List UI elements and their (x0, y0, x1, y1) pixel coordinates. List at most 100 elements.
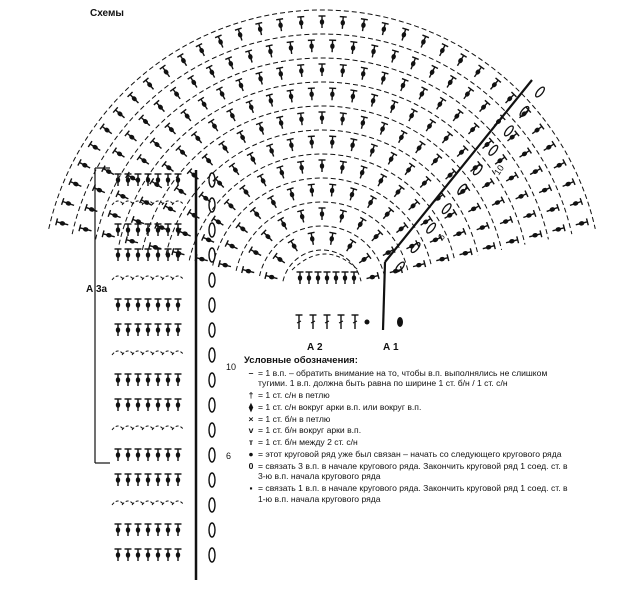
stitch-symbol (174, 248, 182, 261)
stitch-symbol (144, 323, 152, 336)
stitch-symbol (249, 206, 262, 220)
stitch-symbol (379, 121, 389, 135)
legend-text: = 1 ст. с/н вокруг арки в.п. или вокруг … (258, 401, 422, 412)
chain-arch (111, 275, 125, 281)
stitch-symbol (124, 448, 132, 461)
stitch-symbol (154, 248, 162, 261)
stitch-symbol (314, 271, 322, 284)
stitch-symbol (351, 314, 359, 329)
stitch-symbol (356, 216, 367, 230)
chain-arch (171, 425, 185, 431)
stitch-symbol (124, 373, 132, 386)
stitch-symbol (153, 99, 165, 113)
stitch-symbol (214, 34, 224, 48)
double-crochet-around-arch-icon: ⧫ (248, 401, 254, 412)
stitch-symbol (286, 40, 294, 55)
stitch-symbol (127, 91, 139, 104)
stitch-symbol (174, 523, 182, 536)
stitch-symbol (395, 222, 409, 234)
stitch-symbol (441, 130, 454, 144)
three-chain-oval (472, 164, 483, 176)
stitch-symbol (264, 272, 278, 280)
stitch-symbol (337, 314, 345, 329)
stitch-symbol (360, 18, 368, 32)
chain-arch (259, 225, 385, 277)
stitch-symbol (339, 15, 347, 29)
chain-arch (118, 81, 526, 245)
chain-arch (71, 33, 573, 235)
chart-label-a2: А 2 (307, 342, 323, 353)
stitch-symbol (144, 173, 152, 186)
chain-arch (141, 200, 155, 206)
chain-arch (121, 425, 135, 431)
chain-arch (141, 350, 155, 356)
three-chain-oval (208, 322, 216, 338)
chain-arch (141, 105, 503, 250)
stitch-symbol (112, 106, 125, 119)
stitch-symbol (297, 160, 305, 174)
stitch-symbol (154, 448, 162, 461)
stitch-symbol (389, 99, 399, 114)
stitch-symbol (543, 140, 557, 152)
stitch-symbol (154, 523, 162, 536)
stitch-symbol (161, 160, 174, 173)
stitch-symbol (463, 86, 475, 100)
stitch-symbol (207, 118, 219, 132)
stitch-symbol (154, 373, 162, 386)
chain-arch (131, 200, 145, 206)
stitch-symbol (235, 77, 244, 92)
stitch-symbol (134, 298, 142, 311)
stitch-symbol (444, 208, 458, 219)
stitch-symbol (190, 130, 203, 144)
stitch-symbol (68, 178, 82, 188)
stitch-symbol (370, 93, 379, 107)
chain-arch (161, 200, 175, 206)
stitch-symbol (276, 115, 284, 129)
stitch-symbol (154, 223, 162, 236)
stitch-symbol (201, 153, 214, 166)
stitch-symbol (84, 203, 98, 213)
legend-text: = 1 в.п. – обратить внимание на то, чтоб… (258, 367, 548, 389)
chain-arch (151, 350, 165, 356)
stitch-symbol (412, 260, 427, 268)
three-chain-oval (208, 372, 216, 388)
stitch-symbol (245, 49, 253, 63)
stitch-symbol (174, 548, 182, 561)
stitch-symbol (452, 108, 464, 122)
chain-arch (161, 425, 175, 431)
stitch-symbol (358, 252, 372, 264)
stitch-symbol (296, 271, 304, 284)
stitch-symbol (154, 473, 162, 486)
chain-arch (161, 350, 175, 356)
chain-arch (171, 350, 185, 356)
stitch-symbol (78, 224, 92, 232)
stitch-symbol (134, 173, 142, 186)
stitch-symbol (154, 323, 162, 336)
stitch-symbol (177, 227, 191, 237)
stitch-symbol (164, 548, 172, 561)
stitch-symbol (107, 209, 121, 219)
stitch-symbol (408, 108, 418, 122)
legend-text: = этот круговой ряд уже был связан – нач… (258, 448, 562, 459)
legend-item-three-chain: 0 = связать 3 в.п. в начале кругового ря… (244, 461, 574, 482)
stitch-symbol (286, 89, 294, 103)
stitch-symbol (134, 473, 142, 486)
stitch-symbol (371, 229, 384, 242)
stitch-symbol (124, 473, 132, 486)
legend-text: = 1 ст. б/н между 2 ст. с/н (258, 437, 358, 448)
stitch-symbol (260, 229, 273, 242)
stitch-symbol (164, 122, 177, 135)
stitch-symbol (467, 122, 480, 135)
three-chain-oval (208, 272, 216, 288)
stitch-symbol (124, 248, 132, 261)
stitch-symbol (381, 71, 389, 85)
stitch-symbol (523, 209, 537, 219)
chain-arch (171, 275, 185, 281)
page-title: Схемы (90, 8, 124, 19)
stitch-symbol (305, 271, 313, 284)
stitch-symbol (456, 145, 469, 157)
stitch-symbol (134, 523, 142, 536)
stitch-symbol (307, 87, 315, 101)
chain-arch (121, 200, 135, 206)
stitch-symbol (349, 187, 358, 201)
